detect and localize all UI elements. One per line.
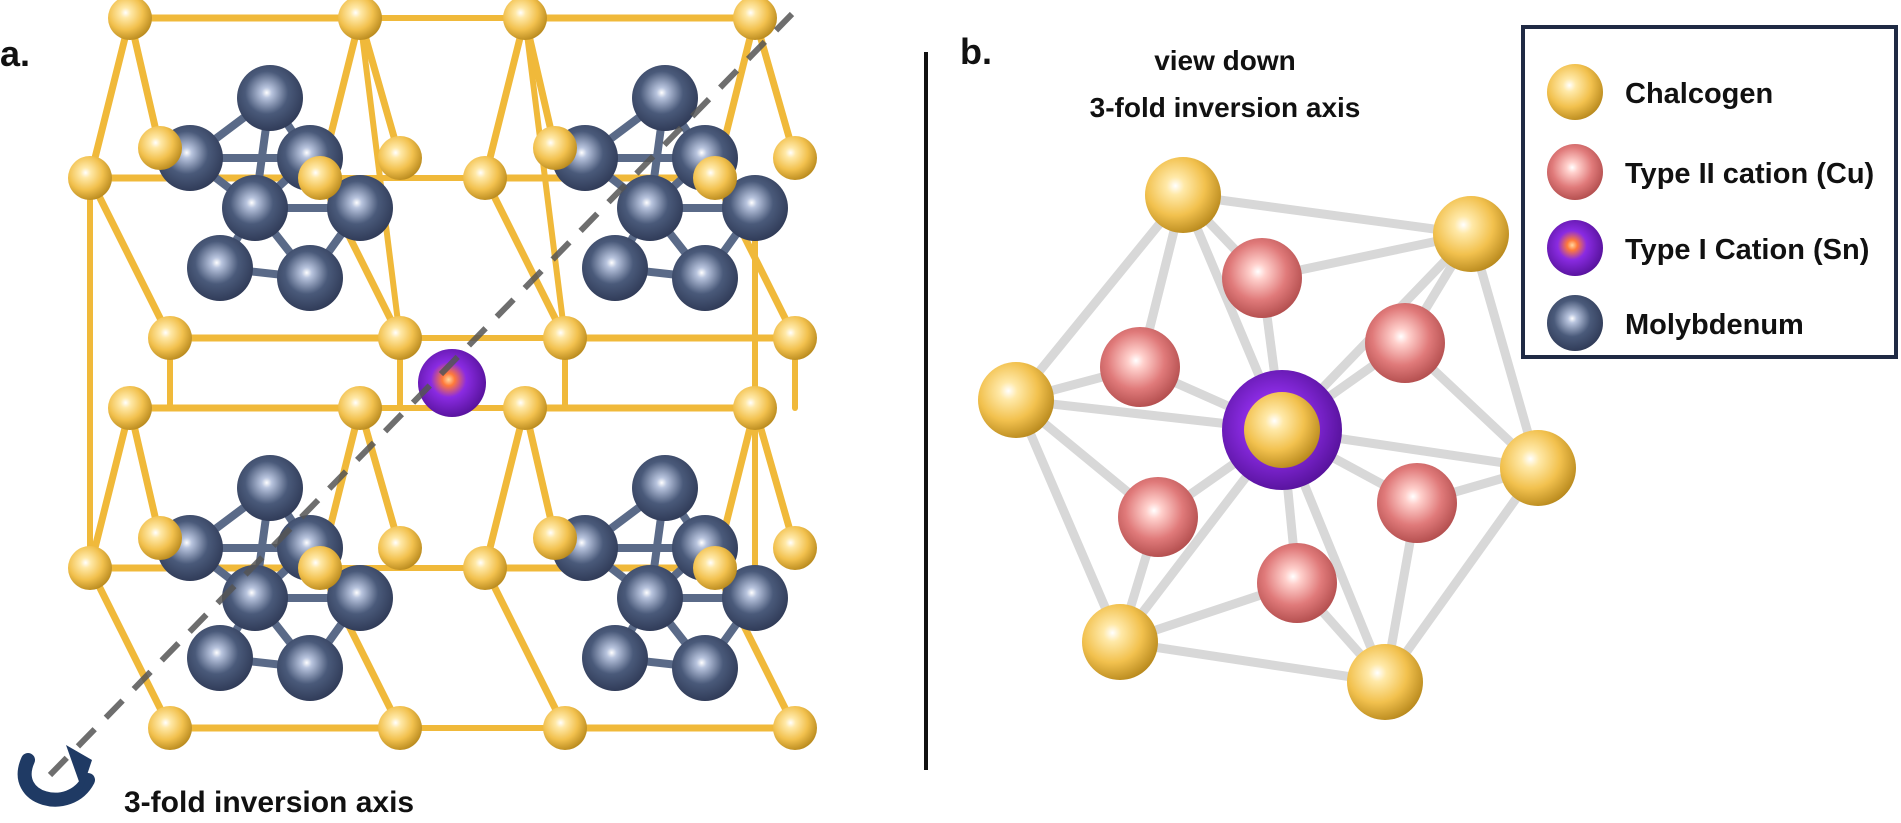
molybdenum-atom bbox=[722, 175, 788, 241]
legend-mo-swatch bbox=[1547, 295, 1603, 351]
molybdenum-atom bbox=[672, 245, 738, 311]
tin-atom bbox=[418, 349, 486, 417]
molybdenum-atom bbox=[187, 235, 253, 301]
panel-b-label: b. bbox=[960, 31, 992, 72]
chalcogen-atom bbox=[533, 516, 577, 560]
chalcogen-atom bbox=[298, 546, 342, 590]
copper-atom bbox=[1118, 477, 1198, 557]
chalcogen-atom bbox=[733, 386, 777, 430]
chalcogen-atom bbox=[148, 316, 192, 360]
legend-item-sn: Type I Cation (Sn) bbox=[1547, 220, 1869, 276]
axis-caption: 3-fold inversion axis bbox=[124, 786, 414, 819]
molybdenum-atom bbox=[632, 65, 698, 131]
copper-atom bbox=[1257, 543, 1337, 623]
molybdenum-atom bbox=[617, 175, 683, 241]
chalcogen-atom bbox=[533, 126, 577, 170]
legend-sn-swatch bbox=[1547, 220, 1603, 276]
chalcogen-atom bbox=[138, 516, 182, 560]
chalcogen-atom bbox=[378, 136, 422, 180]
chalcogen-atom bbox=[978, 362, 1054, 438]
chalcogen-atom bbox=[1347, 644, 1423, 720]
chalcogen-atom bbox=[1082, 604, 1158, 680]
chalcogen-atom bbox=[773, 706, 817, 750]
molybdenum-atom bbox=[327, 565, 393, 631]
chalcogen-atom bbox=[503, 0, 547, 40]
molybdenum-atom bbox=[617, 565, 683, 631]
chalcogen-atom bbox=[543, 706, 587, 750]
copper-atom bbox=[1222, 238, 1302, 318]
legend-item-label: Chalcogen bbox=[1625, 78, 1773, 110]
chalcogen-atom bbox=[693, 546, 737, 590]
panel-a-label: a. bbox=[0, 33, 30, 74]
chalcogen-atom bbox=[773, 316, 817, 360]
molybdenum-atom bbox=[222, 565, 288, 631]
legend-item-chalcogen: Chalcogen bbox=[1547, 64, 1773, 120]
panel-b-title-line1: view down bbox=[1154, 45, 1296, 76]
inversion-axis-dashed-line bbox=[47, 11, 795, 778]
legend-chalcogen-swatch bbox=[1547, 64, 1603, 120]
molybdenum-atom bbox=[237, 455, 303, 521]
panel-b-title-line2: 3-fold inversion axis bbox=[1090, 92, 1361, 123]
copper-atom bbox=[1365, 303, 1445, 383]
chalcogen-atom bbox=[1500, 430, 1576, 506]
molybdenum-atom bbox=[187, 625, 253, 691]
chalcogen-atom-on-axis bbox=[1244, 392, 1320, 468]
chalcogen-atom bbox=[338, 386, 382, 430]
panel-a-atoms bbox=[68, 0, 817, 750]
molybdenum-atom bbox=[277, 635, 343, 701]
chalcogen-atom bbox=[1145, 157, 1221, 233]
chalcogen-atom bbox=[68, 156, 112, 200]
legend: Chalcogen Type II cation (Cu) Type I Cat… bbox=[1521, 25, 1898, 359]
chalcogen-atom bbox=[773, 136, 817, 180]
legend-item-label: Molybdenum bbox=[1625, 309, 1804, 341]
chalcogen-atom bbox=[503, 386, 547, 430]
panel-b-top-view bbox=[978, 157, 1576, 720]
panel-b-atoms bbox=[978, 157, 1576, 720]
legend-item-label: Type I Cation (Sn) bbox=[1625, 234, 1869, 266]
molybdenum-atom bbox=[672, 635, 738, 701]
chalcogen-atom bbox=[463, 546, 507, 590]
chalcogen-atom bbox=[68, 546, 112, 590]
chalcogen-atom bbox=[138, 126, 182, 170]
rotation-arrow-icon bbox=[17, 745, 95, 807]
chalcogen-atom bbox=[108, 0, 152, 40]
panel-a-crystal-structure bbox=[17, 0, 817, 807]
legend-item-label: Type II cation (Cu) bbox=[1625, 158, 1874, 190]
legend-item-cu: Type II cation (Cu) bbox=[1547, 144, 1874, 200]
chalcogen-atom bbox=[773, 526, 817, 570]
molybdenum-atom bbox=[582, 235, 648, 301]
molybdenum-atom bbox=[327, 175, 393, 241]
molybdenum-atom bbox=[222, 175, 288, 241]
chalcogen-atom bbox=[733, 0, 777, 40]
chalcogen-atom bbox=[543, 316, 587, 360]
legend-cu-swatch bbox=[1547, 144, 1603, 200]
chalcogen-atom bbox=[378, 706, 422, 750]
copper-atom bbox=[1100, 327, 1180, 407]
chalcogen-atom bbox=[1433, 196, 1509, 272]
chalcogen-atom bbox=[463, 156, 507, 200]
chalcogen-atom bbox=[148, 706, 192, 750]
molybdenum-atom bbox=[632, 455, 698, 521]
chalcogen-atom bbox=[108, 386, 152, 430]
chalcogen-atom bbox=[378, 526, 422, 570]
chalcogen-atom bbox=[693, 156, 737, 200]
chalcogen-atom bbox=[298, 156, 342, 200]
chalcogen-atom bbox=[338, 0, 382, 40]
molybdenum-atom bbox=[277, 245, 343, 311]
molybdenum-atom bbox=[237, 65, 303, 131]
copper-atom bbox=[1377, 463, 1457, 543]
legend-item-molybdenum: Molybdenum bbox=[1547, 295, 1804, 351]
molybdenum-atom bbox=[582, 625, 648, 691]
molybdenum-atom bbox=[722, 565, 788, 631]
chalcogen-atom bbox=[378, 316, 422, 360]
